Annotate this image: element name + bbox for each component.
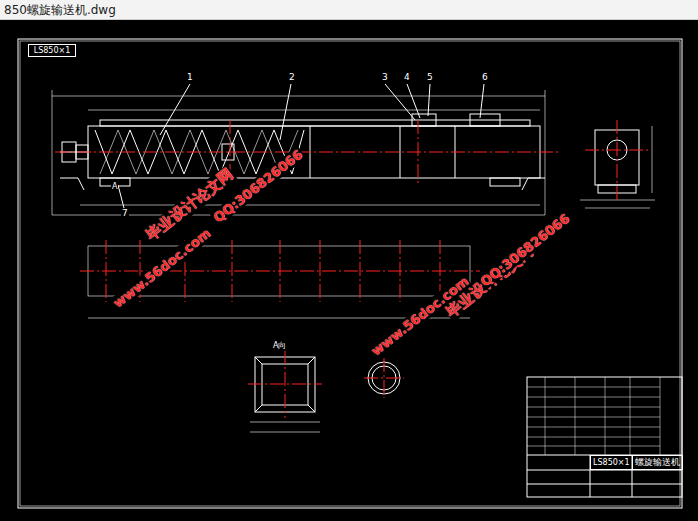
- cell-text: LS850×1: [593, 458, 630, 467]
- callout-number: 2: [288, 72, 296, 82]
- title-block-code: LS850×1: [590, 455, 633, 470]
- drawing-number-tag: LS850×1: [28, 44, 76, 57]
- window-title: 850螺旋输送机.dwg: [4, 2, 116, 19]
- title-block-name: 螺旋输送机: [632, 455, 683, 470]
- callout-number: 5: [426, 72, 434, 82]
- callout-number: 6: [481, 72, 489, 82]
- callout-number: 7: [121, 208, 129, 218]
- view-label: A向: [272, 340, 287, 351]
- view-marker: A: [111, 182, 118, 191]
- cell-text: LS850×1: [34, 46, 71, 55]
- cell-text: 螺旋输送机: [635, 456, 680, 469]
- watermark: QQ:306826066: [477, 210, 573, 290]
- callout-number: 1: [186, 72, 194, 82]
- callout-number: 4: [403, 72, 411, 82]
- callout-number: 3: [381, 72, 389, 82]
